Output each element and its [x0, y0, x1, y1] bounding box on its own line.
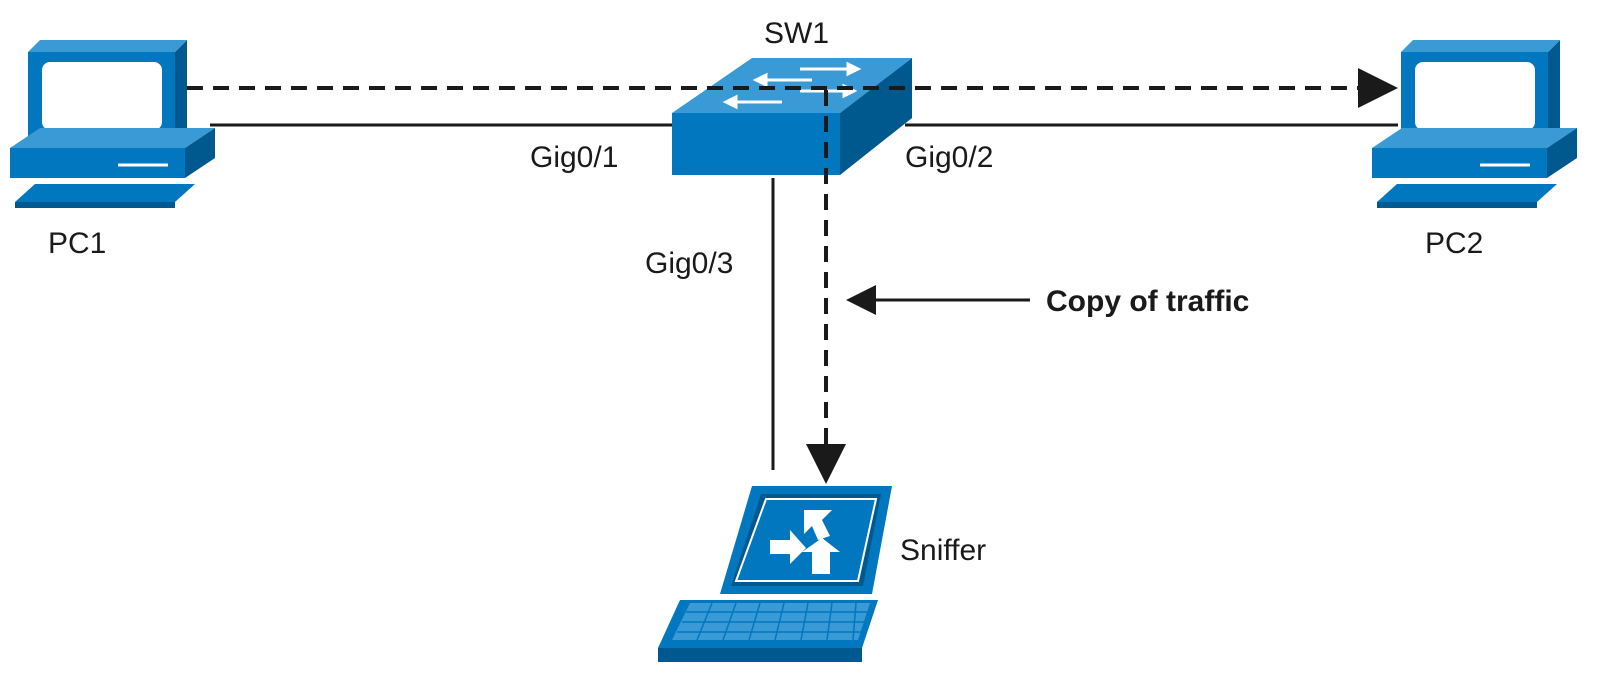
copy-of-traffic-label: Copy of traffic [1046, 285, 1249, 318]
pc2-label: PC2 [1425, 227, 1483, 260]
sw1-icon [672, 58, 912, 175]
pc1-icon [10, 40, 215, 208]
port-label-gig0-2: Gig0/2 [905, 141, 993, 174]
sniffer-icon [658, 486, 892, 662]
pc1-label: PC1 [48, 227, 106, 260]
port-label-gig0-1: Gig0/1 [530, 141, 618, 174]
sniffer-label: Sniffer [900, 534, 986, 567]
port-label-gig0-3: Gig0/3 [645, 247, 733, 280]
sw1-label: SW1 [764, 17, 829, 50]
pc2-icon [1372, 40, 1577, 208]
